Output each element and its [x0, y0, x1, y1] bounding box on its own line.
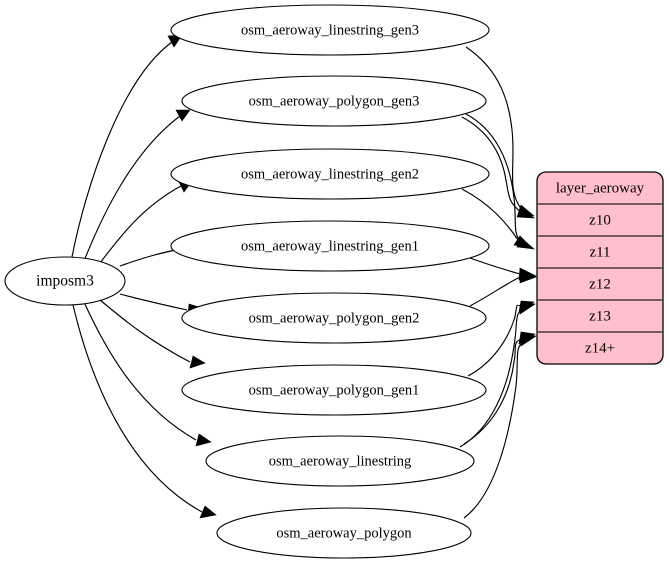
arrowhead-polygon [199, 505, 217, 519]
linestring-label: osm_aeroway_linestring [269, 453, 412, 469]
polygon-gen1-ellipse[interactable] [181, 364, 487, 416]
node-layer-aeroway[interactable]: layer_aeroway z10 z11 z12 z13 z14+ [536, 171, 664, 365]
layer-aeroway-header-label: layer_aeroway [556, 180, 645, 196]
edge-imposm3-to-polygon-gen2 [119, 293, 188, 311]
edge-imposm3-to-linestring [83, 301, 197, 441]
edge-linestring-to-z14 [463, 338, 523, 445]
arrowhead-z14-b [520, 333, 537, 347]
layer-aeroway-row-z11[interactable]: z11 [589, 244, 610, 260]
edge-imposm3-to-polygon-gen1 [99, 299, 191, 363]
edge-linestring-gen2-to-z11 [461, 188, 519, 241]
node-polygon[interactable]: osm_aeroway_polygon [216, 507, 472, 559]
node-linestring[interactable]: osm_aeroway_linestring [205, 435, 475, 487]
node-linestring-gen2[interactable]: osm_aeroway_linestring_gen2 [170, 148, 490, 200]
polygon-gen3-label: osm_aeroway_polygon_gen3 [249, 93, 420, 109]
arrowhead-linestring [195, 433, 212, 447]
edge-polygon-gen2-to-z12 [469, 276, 521, 307]
linestring-gen2-label: osm_aeroway_linestring_gen2 [241, 166, 419, 182]
edge-group-sources-to-layer [459, 46, 537, 519]
node-imposm3[interactable]: imposm3 [4, 256, 126, 306]
edge-imposm3-to-linestring-gen2 [99, 185, 182, 264]
edge-linestring-gen1-to-z12 [469, 257, 521, 275]
arrowhead-z10-b [516, 206, 535, 219]
arrowhead-z13-b [519, 301, 536, 315]
layer-aeroway-row-z14[interactable]: z14+ [585, 340, 615, 356]
polygon-label: osm_aeroway_polygon [276, 525, 412, 541]
edge-polygon-gen3-to-z11 [465, 113, 523, 244]
node-polygon-gen1[interactable]: osm_aeroway_polygon_gen1 [181, 364, 487, 416]
linestring-gen1-label: osm_aeroway_linestring_gen1 [241, 238, 419, 254]
layer-aeroway-row-z12[interactable]: z12 [589, 276, 611, 292]
imposm3-ellipse[interactable] [4, 256, 126, 306]
polygon-gen3-ellipse[interactable] [181, 75, 487, 127]
linestring-gen2-ellipse[interactable] [170, 148, 490, 200]
edge-polygon-gen3-to-z10 [461, 116, 522, 213]
arrowhead-polygon-gen1 [189, 355, 206, 369]
edge-linestring-gen3-to-z10 [465, 46, 523, 211]
node-linestring-gen3[interactable]: osm_aeroway_linestring_gen3 [170, 4, 490, 56]
linestring-gen3-ellipse[interactable] [170, 4, 490, 56]
layer-aeroway-row-z13[interactable]: z13 [589, 308, 611, 324]
polygon-ellipse[interactable] [216, 507, 472, 559]
linestring-gen1-ellipse[interactable] [170, 220, 490, 272]
imposm3-label: imposm3 [36, 273, 94, 290]
edge-polygon-to-z14 [463, 340, 525, 519]
edge-linestring-to-z13 [459, 308, 524, 448]
arrowhead-z11-b [513, 235, 533, 249]
layer-aeroway-row-z10[interactable]: z10 [589, 212, 611, 228]
linestring-ellipse[interactable] [205, 435, 475, 487]
edge-imposm3-to-polygon [72, 304, 203, 513]
node-polygon-gen3[interactable]: osm_aeroway_polygon_gen3 [181, 75, 487, 127]
node-polygon-gen2[interactable]: osm_aeroway_polygon_gen2 [181, 292, 487, 344]
arrowhead-polygon-gen3 [175, 109, 191, 122]
polygon-gen2-label: osm_aeroway_polygon_gen2 [249, 310, 420, 326]
linestring-gen3-label: osm_aeroway_linestring_gen3 [241, 22, 419, 38]
polygon-gen1-label: osm_aeroway_polygon_gen1 [249, 382, 420, 398]
edge-imposm3-to-linestring-gen3 [71, 41, 173, 258]
edge-imposm3-to-polygon-gen3 [83, 115, 181, 262]
polygon-gen2-ellipse[interactable] [181, 292, 487, 344]
edge-polygon-gen1-to-z13 [467, 304, 523, 377]
arrowhead-z12-b [519, 270, 537, 284]
node-linestring-gen1[interactable]: osm_aeroway_linestring_gen1 [170, 220, 490, 272]
